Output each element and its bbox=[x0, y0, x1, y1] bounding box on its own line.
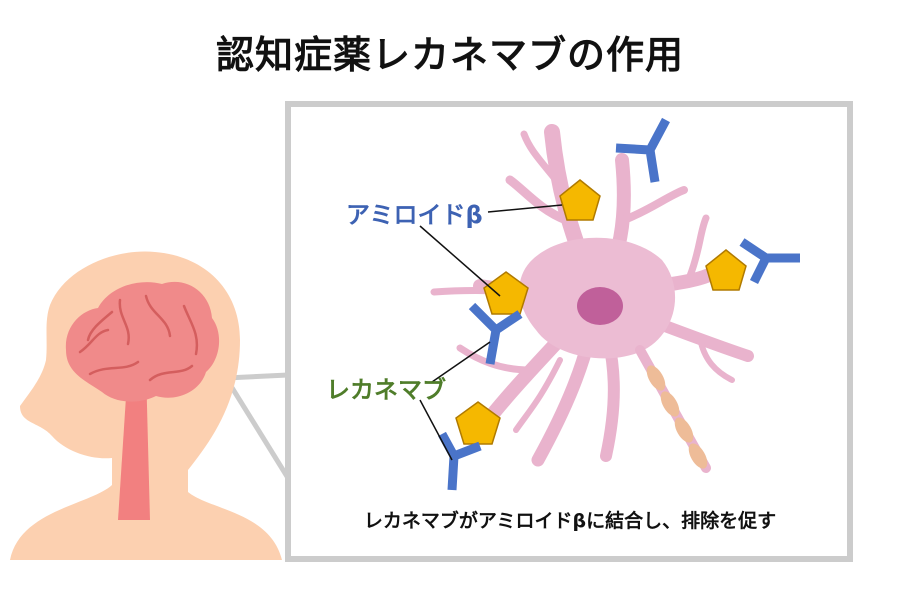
nucleus bbox=[577, 287, 623, 325]
amyloid-beta-label: アミロイドβ bbox=[346, 201, 483, 229]
antibody-icon bbox=[438, 431, 482, 491]
antibody-icon bbox=[739, 238, 800, 285]
caption: レカネマブがアミロイドβに結合し、排除を促す bbox=[363, 510, 777, 532]
zoom-frame bbox=[285, 101, 853, 562]
antibody-icon bbox=[468, 302, 523, 365]
leader-line-amyloid-2 bbox=[419, 225, 501, 297]
axon bbox=[635, 345, 711, 473]
lecanemab-label: レカネマブ bbox=[326, 376, 446, 404]
page-title: 認知症薬レカネマブの作用 bbox=[215, 33, 684, 77]
leader-line-amyloid-1 bbox=[487, 204, 563, 213]
antibody-icon bbox=[615, 117, 670, 183]
leader-line-lecanemab-2 bbox=[419, 399, 453, 461]
brain-icon bbox=[65, 281, 220, 520]
leader-line-lecanemab-1 bbox=[431, 341, 491, 383]
amyloid-beta-icon bbox=[455, 179, 747, 445]
zoom-connector bbox=[223, 372, 291, 480]
